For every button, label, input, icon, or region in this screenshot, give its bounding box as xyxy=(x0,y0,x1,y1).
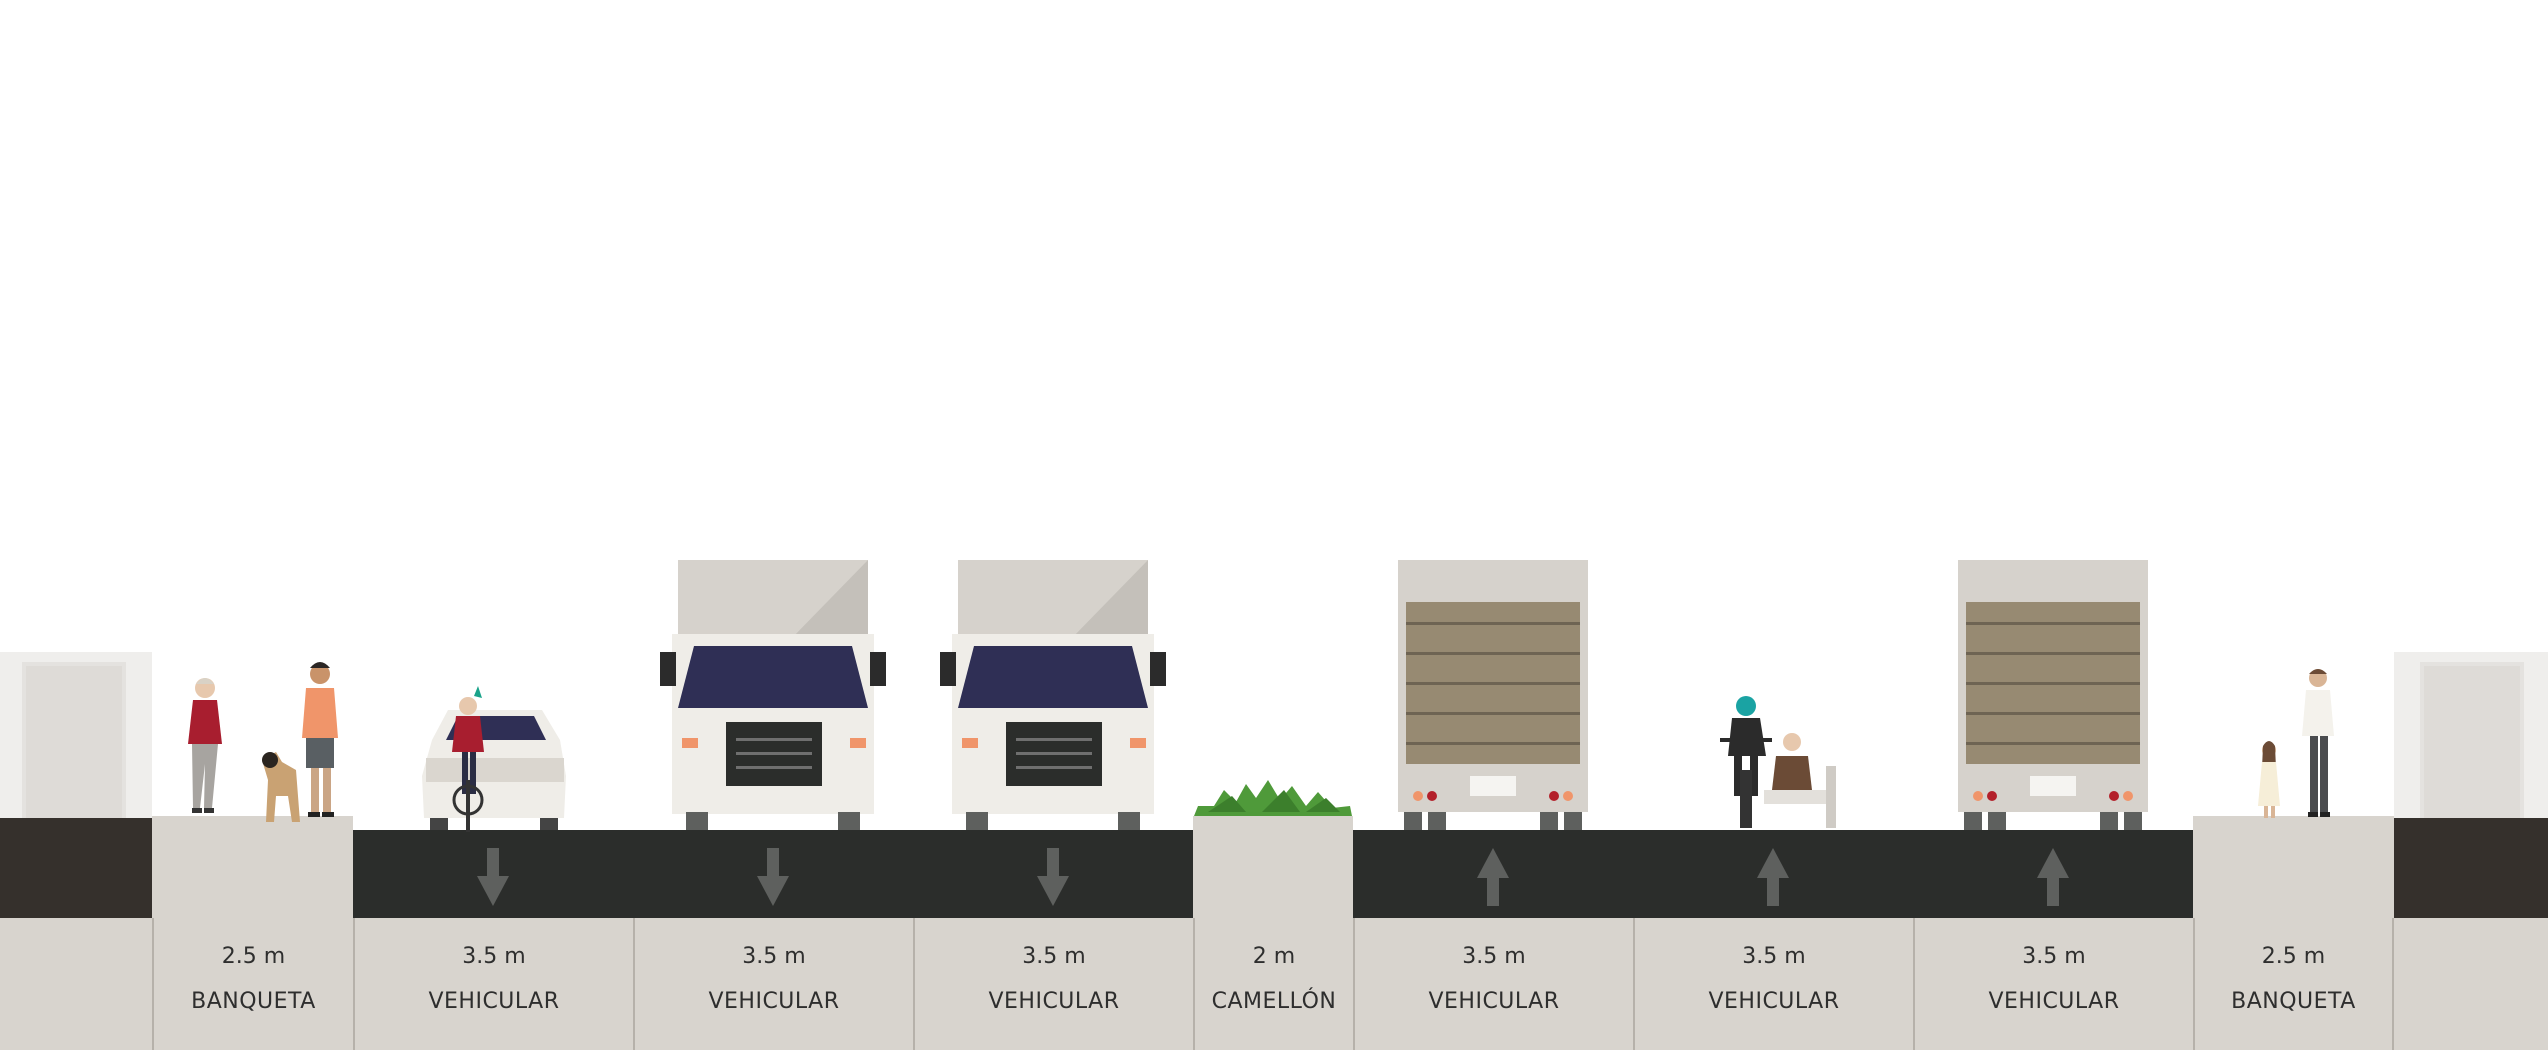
truck-rear-icon xyxy=(1398,560,1588,830)
segment-label: VEHICULAR xyxy=(988,989,1120,1014)
left-building xyxy=(0,652,152,918)
segment-width: 3.5 m xyxy=(1022,944,1086,969)
segment-width: 3.5 m xyxy=(742,944,806,969)
segment-label: CAMELLÓN xyxy=(1211,989,1337,1014)
down-arrow-icon xyxy=(757,848,789,906)
down-arrow-icon xyxy=(1037,848,1069,906)
pedestrian-man-icon xyxy=(302,662,338,817)
segment-width: 2.5 m xyxy=(2261,944,2326,969)
segment-lane-1[interactable]: 3.5 m VEHICULAR xyxy=(353,918,633,1050)
segment-lane-2[interactable]: 3.5 m VEHICULAR xyxy=(633,918,913,1050)
truck-rear-icon xyxy=(1958,560,2148,830)
right-building xyxy=(2394,652,2548,918)
segment-label: VEHICULAR xyxy=(1988,989,2120,1014)
segment-width: 3.5 m xyxy=(1462,944,1526,969)
truck-front-icon xyxy=(660,560,886,830)
down-arrow-icon xyxy=(477,848,509,906)
segment-sidewalk-right[interactable]: 2.5 m BANQUETA xyxy=(2193,918,2394,1050)
pedestrian-child-icon xyxy=(2258,741,2280,818)
segment-label: BANQUETA xyxy=(191,989,316,1014)
segment-lane-5[interactable]: 3.5 m VEHICULAR xyxy=(1633,918,1913,1050)
up-arrow-icon xyxy=(2037,848,2069,906)
car-icon xyxy=(422,710,566,830)
segment-label: VEHICULAR xyxy=(708,989,840,1014)
truck-front-icon xyxy=(940,560,1166,830)
segment-width: 2 m xyxy=(1252,944,1296,969)
motorcycle-sidecar-icon xyxy=(1720,696,1836,828)
segment-width: 3.5 m xyxy=(2022,944,2086,969)
right-sidewalk-surface xyxy=(2193,816,2394,918)
segment-lane-3[interactable]: 3.5 m VEHICULAR xyxy=(913,918,1193,1050)
up-arrow-icon xyxy=(1757,848,1789,906)
segment-label: BANQUETA xyxy=(2231,989,2356,1014)
segment-label: VEHICULAR xyxy=(428,989,560,1014)
median-planting xyxy=(1194,780,1352,816)
segment-label: VEHICULAR xyxy=(1428,989,1560,1014)
segment-lane-4[interactable]: 3.5 m VEHICULAR xyxy=(1353,918,1633,1050)
pedestrian-woman-icon xyxy=(188,678,222,813)
dog-icon xyxy=(262,752,300,822)
up-arrow-icon xyxy=(1477,848,1509,906)
segment-info-bar xyxy=(0,918,2548,1050)
cyclist-icon xyxy=(452,686,484,832)
segment-label: VEHICULAR xyxy=(1708,989,1840,1014)
left-sidewalk-surface xyxy=(152,816,353,918)
segment-width: 3.5 m xyxy=(1742,944,1806,969)
segment-sidewalk-left[interactable]: 2.5 m BANQUETA xyxy=(152,918,353,1050)
segment-width: 3.5 m xyxy=(462,944,526,969)
segment-median[interactable]: 2 m CAMELLÓN xyxy=(1193,918,1353,1050)
segment-lane-6[interactable]: 3.5 m VEHICULAR xyxy=(1913,918,2193,1050)
pedestrian-woman-icon xyxy=(2302,669,2334,817)
segment-width: 2.5 m xyxy=(221,944,286,969)
median-surface xyxy=(1193,816,1353,918)
